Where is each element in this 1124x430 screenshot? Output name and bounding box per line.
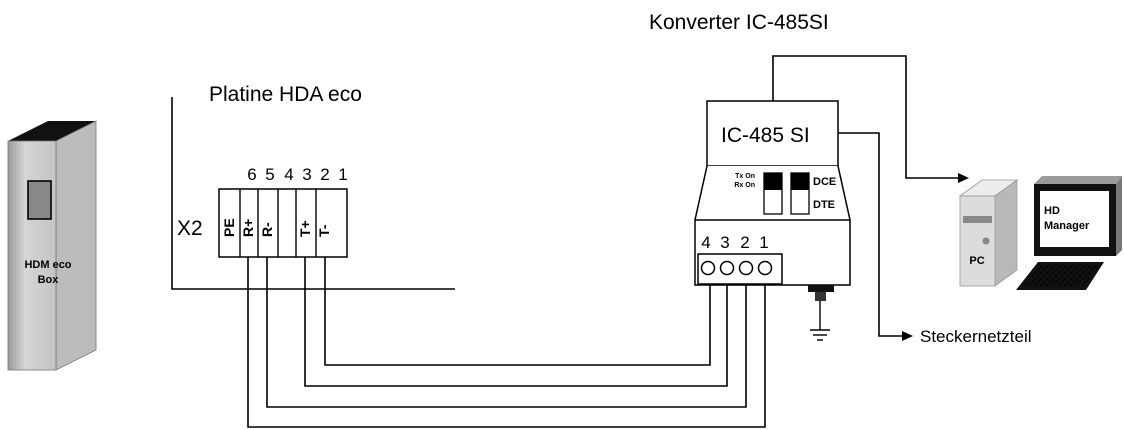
pin-signal-pe: PE — [221, 218, 237, 237]
dip-switch-1-lever — [764, 173, 782, 190]
pin-signal-r-plus: R+ — [240, 219, 256, 237]
power-supply-line — [838, 132, 902, 337]
drive-bay-icon — [27, 180, 52, 220]
pin-number-5: 5 — [265, 165, 274, 184]
pc-label: PC — [969, 255, 984, 267]
terminal-number-1: 1 — [759, 233, 768, 252]
power-supply: Steckernetzteil — [838, 132, 1032, 346]
terminal-number-3: 3 — [720, 233, 729, 252]
pin-number-1: 1 — [338, 165, 347, 184]
power-led — [982, 237, 990, 245]
pin-signal-t-minus: T- — [316, 224, 332, 237]
led-rx-label: Rx On — [734, 182, 755, 189]
pin-number-4: 4 — [284, 165, 293, 184]
screen-label-line2: Manager — [1044, 220, 1090, 232]
pc: PC HD Manager — [958, 176, 1122, 290]
pin-number-2: 2 — [320, 165, 329, 184]
power-supply-label: Steckernetzteil — [920, 327, 1032, 346]
drive-slot — [963, 216, 992, 223]
arrow-right-icon — [958, 173, 969, 183]
connector-x2 — [218, 188, 348, 258]
terminal-number-4: 4 — [701, 233, 710, 252]
terminal-number-2: 2 — [740, 233, 749, 252]
converter-ic485si: Konverter IC-485SI IC-485 SI Tx On Rx On… — [649, 11, 851, 341]
wire-t-plus — [304, 257, 728, 387]
pc-tower: PC — [958, 179, 1019, 287]
terminal-screw-3 — [719, 260, 735, 276]
terminal-screw-1 — [757, 260, 773, 276]
pin-number-3: 3 — [302, 165, 311, 184]
wire-r-plus — [247, 257, 766, 428]
monitor-screen — [1040, 191, 1109, 247]
terminal-screw-4 — [700, 260, 716, 276]
hdm-eco-box: HDM eco Box — [7, 120, 97, 371]
led-tx-label: Tx On — [735, 173, 755, 180]
rs485-wires — [247, 257, 766, 428]
hdm-box-front — [7, 140, 57, 371]
pin-signal-t-plus: T+ — [297, 220, 313, 237]
hdm-box-top — [8, 121, 96, 141]
converter-top-box — [706, 100, 839, 167]
board-title: Platine HDA eco — [209, 83, 362, 106]
wire-t-minus — [324, 257, 711, 366]
pin-number-6: 6 — [247, 165, 256, 184]
keyboard-icon — [1016, 262, 1104, 290]
dip-switch-2-lever — [791, 173, 809, 190]
ground-icon — [808, 285, 834, 341]
board-hda-eco: Platine HDA eco X2 6 5 4 3 2 1 PE R+ R- … — [171, 83, 455, 290]
converter-model-label: IC-485 SI — [721, 124, 810, 147]
hdm-box-label-line1: HDM eco — [24, 259, 71, 271]
terminal-screw-2 — [738, 260, 754, 276]
switch-dte-label: DTE — [813, 199, 835, 211]
pc-monitor: HD Manager — [1034, 176, 1122, 256]
hdm-box-side — [55, 120, 97, 371]
connector-x2-label: X2 — [177, 217, 203, 240]
switch-dce-label: DCE — [813, 176, 836, 188]
arrow-right-icon — [902, 331, 913, 341]
serial-cable-line — [772, 55, 958, 179]
wire-r-minus — [266, 257, 747, 408]
pin-signal-r-minus: R- — [259, 222, 275, 237]
hdm-box-label-line2: Box — [38, 274, 60, 286]
board-outline — [171, 97, 455, 290]
converter-title: Konverter IC-485SI — [649, 11, 829, 34]
serial-cable — [772, 55, 969, 183]
screen-label-line1: HD — [1044, 205, 1060, 217]
